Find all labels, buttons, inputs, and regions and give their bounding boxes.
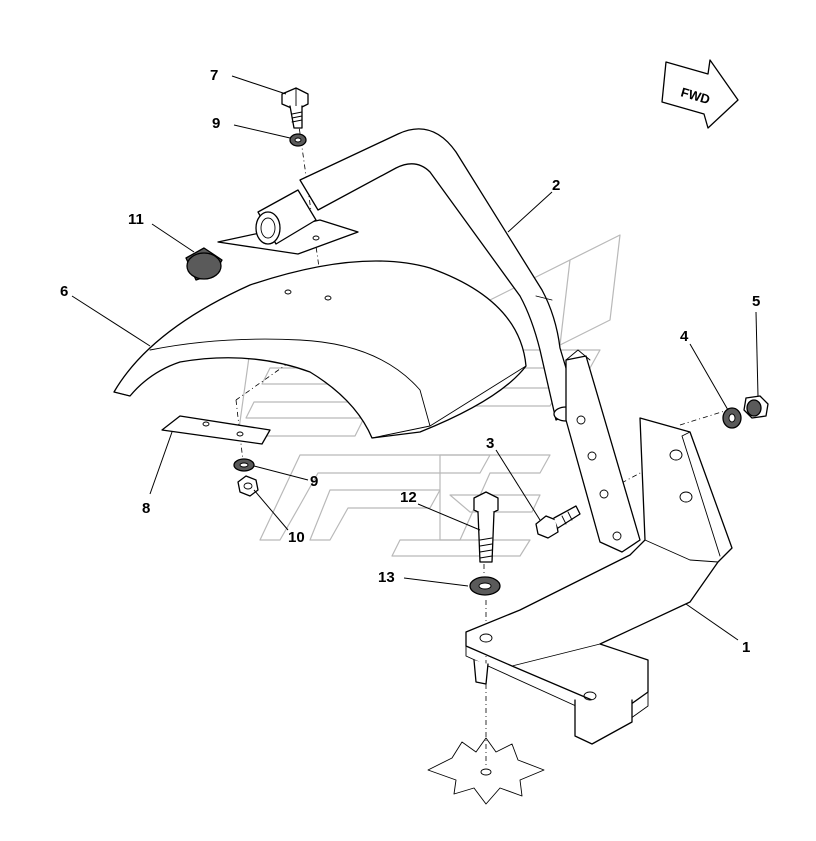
callout-11: 11: [128, 211, 144, 228]
part-5-nut: [743, 395, 769, 419]
part-1-mounting-bracket: [465, 417, 733, 745]
part-4-washer: [722, 407, 742, 429]
fwd-direction-arrow: FWD: [661, 59, 739, 129]
mounting-point-mark: [427, 737, 545, 805]
part-12-bolt: [473, 491, 499, 563]
part-13-washer: [469, 576, 501, 596]
callout-8: 7: [210, 67, 218, 84]
part-11-plug: [185, 247, 223, 281]
callout-6: 6: [60, 283, 68, 300]
callout-13: 13: [378, 569, 395, 586]
callout-2: 2: [552, 177, 560, 194]
watermark-logo: [237, 234, 621, 557]
part-2-handle-rail: [299, 128, 641, 553]
callout-4: 4: [680, 328, 689, 345]
part-10-nut: [237, 475, 259, 497]
callout-3: 3: [486, 435, 494, 452]
leader-lines: [71, 75, 759, 641]
callout-5: 5: [752, 293, 760, 310]
rail-mount-plate: [217, 189, 359, 255]
callout-9-lower: 9: [310, 473, 318, 490]
part-8-bolt: [281, 87, 309, 129]
part-9-washer-lower: [233, 458, 255, 472]
part-7-support-bracket: [161, 415, 271, 445]
callout-10: 10: [288, 529, 305, 546]
callout-1: 1: [742, 639, 750, 656]
part-3-bolt: [535, 505, 581, 539]
callout-7: 8: [142, 500, 150, 517]
part-6-fender: [113, 260, 527, 439]
callout-9-top: 9: [212, 115, 220, 132]
callout-labels: 7 9 11 6 2 4 5 3 12 13 1 8 9 10: [60, 67, 760, 656]
part-9-washer-top: [289, 133, 307, 147]
callout-12: 12: [400, 489, 417, 506]
